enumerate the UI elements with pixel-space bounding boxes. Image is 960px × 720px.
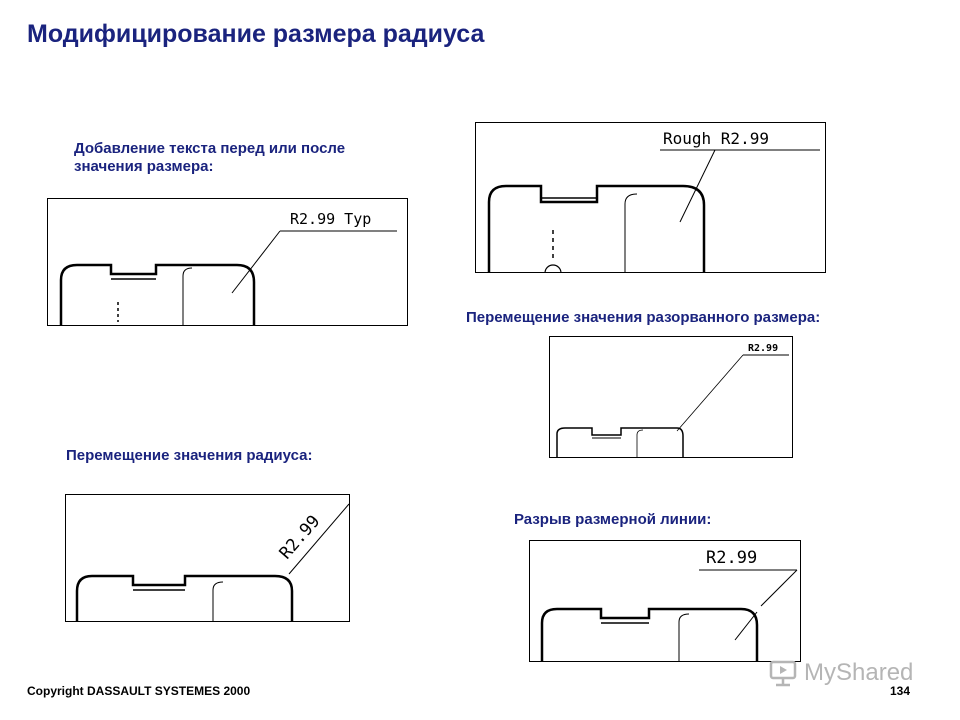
dim-text-break: R2.99: [706, 548, 757, 568]
watermark-logo: MyShared: [768, 656, 913, 690]
drawing-typ-svg: R2.99 Typ: [47, 198, 408, 326]
drawing-rough: Rough R2.99: [475, 122, 826, 274]
label-add-text: Добавление текста перед или после значен…: [74, 140, 346, 175]
drawing-broken-svg: R2.99: [549, 336, 793, 458]
label-break-line: Разрыв размерной линии:: [514, 511, 712, 528]
drawing-radius: R2.99: [65, 494, 350, 622]
dim-text-typ: R2.99 Typ: [290, 210, 371, 228]
page-title: Модифицирование размера радиуса: [27, 20, 485, 48]
page-number: 134: [890, 684, 911, 698]
label-move-broken: Перемещение значения разорванного размер…: [466, 309, 821, 326]
dim-text-rough: Rough R2.99: [663, 129, 769, 148]
dim-text-radius: R2.99: [276, 512, 325, 564]
drawing-break: R2.99: [529, 540, 801, 662]
watermark-text: MyShared: [804, 659, 914, 686]
drawing-break-svg: R2.99: [529, 540, 801, 662]
copyright-text: Copyright DASSAULT SYSTEMES 2000: [27, 684, 251, 698]
drawing-radius-svg: R2.99: [65, 494, 350, 622]
presentation-screen-icon: [768, 658, 798, 688]
dim-text-broken: R2.99: [748, 343, 778, 354]
drawing-broken: R2.99: [549, 336, 793, 458]
label-move-radius: Перемещение значения радиуса:: [66, 447, 313, 464]
drawing-rough-svg: Rough R2.99: [475, 122, 826, 274]
drawing-typ: R2.99 Typ: [47, 198, 408, 326]
